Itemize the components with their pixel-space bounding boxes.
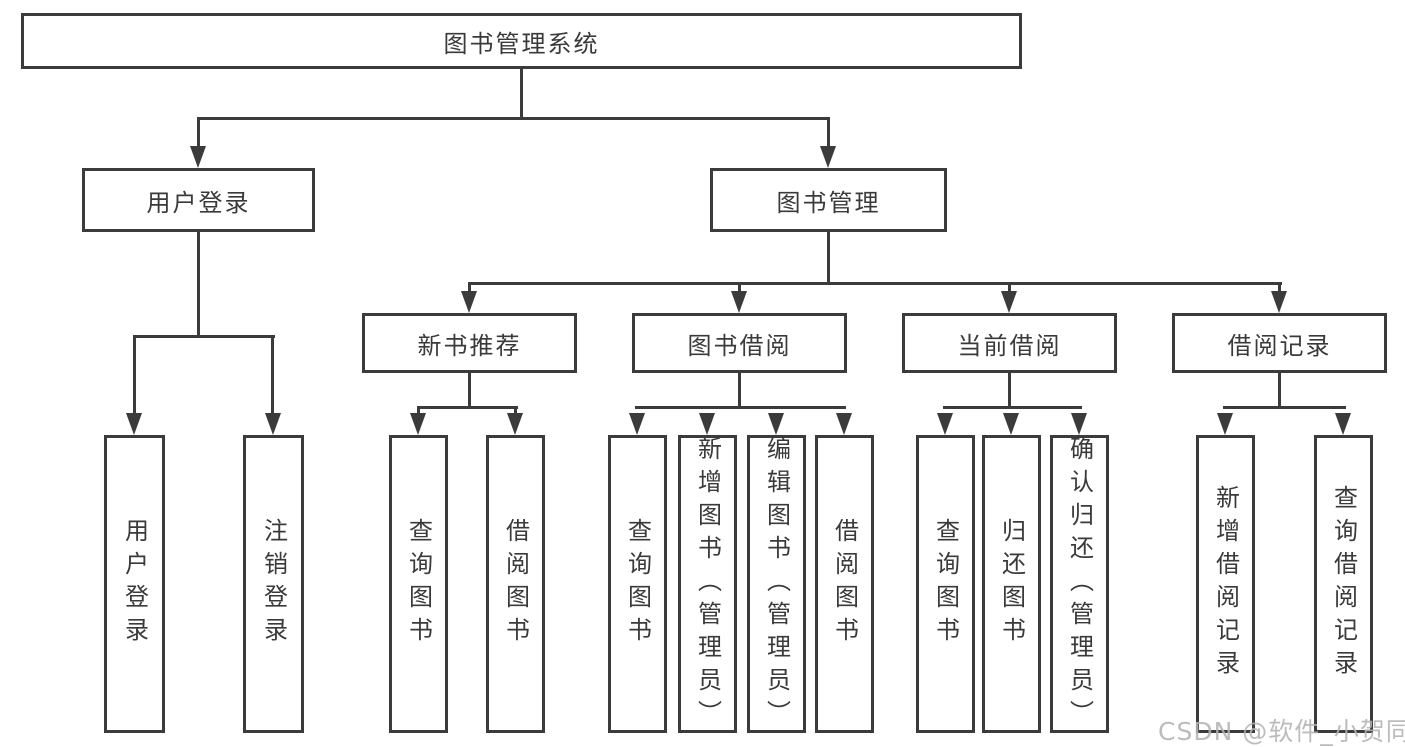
- leaf-query-books-current-label: 查询图书: [931, 518, 960, 650]
- node-root: 图书管理系统: [21, 13, 1022, 69]
- connector-hline: [943, 406, 1082, 409]
- connector-riser: [738, 373, 741, 409]
- connector-hline: [417, 406, 518, 409]
- leaf-query-books-borrow-label: 查询图书: [623, 518, 652, 650]
- connector-hline: [1223, 406, 1346, 409]
- leaf-borrow-books-recommend-label: 借阅图书: [501, 518, 530, 650]
- connector-user-login-riser: [197, 232, 200, 338]
- leaf-logout-label: 注销登录: [259, 518, 288, 650]
- node-book-borrow-label: 图书借阅: [687, 331, 792, 360]
- leaf-add-books-admin: 新增图书（管理员）: [678, 435, 737, 733]
- node-book-borrow: 图书借阅: [632, 313, 847, 373]
- connector-stub: [468, 282, 471, 294]
- leaf-query-borrow-record-label: 查询借阅记录: [1329, 485, 1358, 683]
- connector-level2-hline: [468, 282, 1282, 285]
- leaf-edit-books-admin: 编辑图书（管理员）: [747, 435, 806, 733]
- leaf-return-books: 归还图书: [982, 435, 1041, 733]
- arrow-down-icon: [937, 413, 953, 435]
- node-user-login-label: 用户登录: [146, 188, 251, 217]
- leaf-query-books-borrow: 查询图书: [608, 435, 667, 733]
- leaf-logout: 注销登录: [243, 435, 304, 733]
- connector-stub: [1008, 282, 1011, 294]
- leaf-edit-books-admin-label: 编辑图书（管理员）: [762, 435, 791, 733]
- connector-stub: [417, 406, 420, 416]
- arrow-down-icon: [1001, 291, 1017, 313]
- arrow-down-icon: [461, 291, 477, 313]
- connector-stub: [1278, 282, 1281, 294]
- arrow-down-icon: [410, 413, 426, 435]
- node-root-label: 图书管理系统: [443, 29, 600, 58]
- arrow-down-icon: [629, 413, 645, 435]
- arrow-down-icon: [265, 413, 281, 435]
- connector-leaf-stub: [271, 335, 274, 415]
- node-book-management-label: 图书管理: [776, 188, 881, 217]
- arrow-down-icon: [1071, 413, 1087, 435]
- leaf-user-login-label: 用户登录: [120, 518, 149, 650]
- arrow-down-icon: [1335, 413, 1351, 435]
- connector-leaf-stub: [133, 335, 136, 415]
- leaf-add-books-admin-label: 新增图书（管理员）: [693, 435, 722, 733]
- leaf-return-books-label: 归还图书: [997, 518, 1026, 650]
- connector-stub: [514, 406, 517, 416]
- leaf-query-borrow-record: 查询借阅记录: [1314, 435, 1373, 733]
- node-current-borrow-label: 当前借阅: [957, 331, 1062, 360]
- arrow-down-icon: [768, 413, 784, 435]
- leaf-add-borrow-record-label: 新增借阅记录: [1211, 485, 1240, 683]
- leaf-borrow-books-label: 借阅图书: [830, 518, 859, 650]
- arrow-down-icon: [1003, 413, 1019, 435]
- leaf-add-borrow-record: 新增借阅记录: [1196, 435, 1255, 733]
- node-current-borrow: 当前借阅: [902, 313, 1117, 373]
- leaf-confirm-return-admin: 确认归还（管理员）: [1050, 435, 1109, 733]
- arrow-down-icon: [190, 146, 206, 168]
- node-borrow-records: 借阅记录: [1172, 313, 1387, 373]
- leaf-user-login: 用户登录: [104, 435, 165, 733]
- arrow-down-icon: [1217, 413, 1233, 435]
- connector-stub: [738, 282, 741, 294]
- connector-user-login-stub: [197, 117, 200, 147]
- node-book-management: 图书管理: [710, 168, 947, 232]
- arrow-down-icon: [507, 413, 523, 435]
- leaf-query-books-current: 查询图书: [916, 435, 975, 733]
- watermark: CSDN @软件_小贺同学: [1158, 717, 1405, 746]
- node-borrow-records-label: 借阅记录: [1227, 331, 1332, 360]
- arrow-down-icon: [836, 413, 852, 435]
- connector-root-riser: [520, 69, 523, 118]
- arrow-down-icon: [731, 291, 747, 313]
- connector-book-mgmt-stub: [827, 117, 830, 147]
- leaf-borrow-books: 借阅图书: [815, 435, 874, 733]
- arrow-down-icon: [820, 146, 836, 168]
- connector-book-mgmt-riser: [827, 232, 830, 285]
- arrow-down-icon: [1271, 291, 1287, 313]
- node-new-book-recommend: 新书推荐: [362, 313, 577, 373]
- node-user-login: 用户登录: [82, 168, 315, 232]
- leaf-query-books-recommend-label: 查询图书: [404, 518, 433, 650]
- leaf-confirm-return-admin-label: 确认归还（管理员）: [1065, 435, 1094, 733]
- arrow-down-icon: [126, 413, 142, 435]
- connector-user-login-hline: [133, 335, 275, 338]
- arrow-down-icon: [699, 413, 715, 435]
- leaf-borrow-books-recommend: 借阅图书: [486, 435, 545, 733]
- connector-level1-hline: [197, 117, 830, 120]
- connector-riser: [1278, 373, 1281, 409]
- leaf-query-books-recommend: 查询图书: [389, 435, 448, 733]
- connector-hline: [635, 406, 846, 409]
- node-new-book-recommend-label: 新书推荐: [417, 331, 522, 360]
- connector-riser: [1008, 373, 1011, 409]
- connector-riser: [468, 373, 471, 409]
